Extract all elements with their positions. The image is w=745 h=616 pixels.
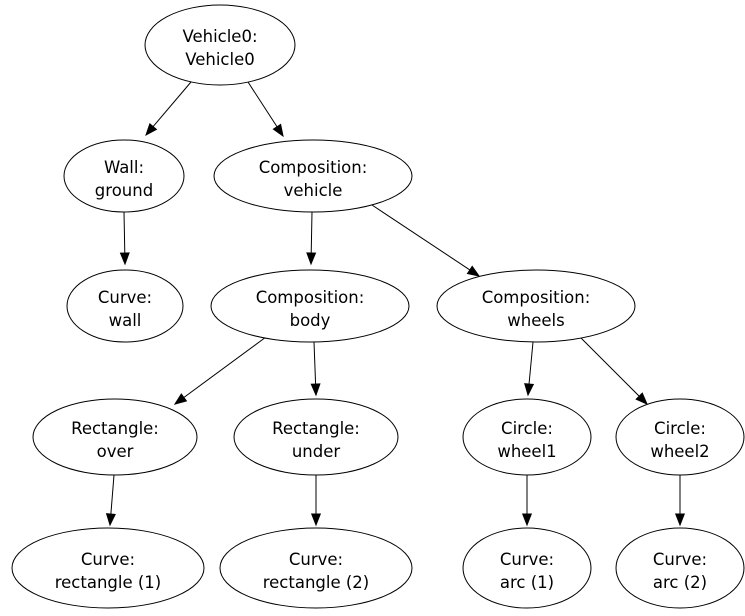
edge-arrowhead-icon <box>524 383 535 397</box>
graph-node-body[interactable]: Composition: body <box>210 269 410 343</box>
node-ellipse[interactable] <box>462 398 592 476</box>
node-ellipse[interactable] <box>32 398 198 476</box>
graph-node-over[interactable]: Rectangle: over <box>32 398 198 476</box>
graph-edge-wheel1-to-arc1 <box>521 475 533 527</box>
node-ellipse[interactable] <box>233 398 399 476</box>
graph-node-wheel1[interactable]: Circle: wheel1 <box>462 398 592 476</box>
node-label-line2: wheel2 <box>650 442 709 461</box>
graph-edge-vehicle0-to-wall <box>145 81 192 137</box>
node-label-line2: arc (1) <box>500 573 554 592</box>
graph-edge-body-to-under <box>310 341 321 397</box>
graph-node-wheel2[interactable]: Circle: wheel2 <box>615 398 745 476</box>
graph-edge-wheel2-to-arc2 <box>674 475 686 527</box>
edge-arrowhead-icon <box>145 122 158 137</box>
nodes-layer: Vehicle0:Vehicle0Wall:groundComposition:… <box>11 4 745 609</box>
edge-line <box>579 336 640 397</box>
node-label-line2: vehicle <box>284 181 343 200</box>
edge-line <box>123 211 126 254</box>
graph-node-curvewall[interactable]: Curve: wall <box>66 269 184 343</box>
edge-arrowhead-icon <box>272 123 284 138</box>
edge-arrowhead-icon <box>119 252 130 266</box>
node-label-line2: wheel1 <box>497 442 556 461</box>
node-ellipse[interactable] <box>436 269 636 343</box>
node-label-line1: Curve: <box>653 550 707 569</box>
edge-line <box>528 341 534 385</box>
node-label-line1: Wall: <box>104 158 144 177</box>
node-ellipse[interactable] <box>219 527 413 609</box>
node-label-line1: Composition: <box>482 288 591 307</box>
edge-arrowhead-icon <box>310 383 321 397</box>
node-ellipse[interactable] <box>615 398 745 476</box>
edge-arrowhead-icon <box>105 513 116 527</box>
node-ellipse[interactable] <box>213 139 413 213</box>
node-label-line1: Composition: <box>256 288 365 307</box>
graph-node-wheels[interactable]: Composition: wheels <box>436 269 636 343</box>
graph-node-arc1[interactable]: Curve: arc (1) <box>462 527 592 609</box>
node-label-line1: Curve: <box>500 550 554 569</box>
node-label-line1: Vehicle0: <box>182 27 257 46</box>
graph-edge-wall-to-curvewall <box>119 211 130 266</box>
node-label-line1: Rectangle: <box>272 419 360 438</box>
node-label-line2: over <box>97 442 134 461</box>
edge-line <box>183 336 267 398</box>
graph-edge-wheels-to-wheel2 <box>579 336 648 405</box>
node-label-line1: Rectangle: <box>71 419 159 438</box>
node-label-line2: arc (2) <box>653 573 707 592</box>
graph-node-under[interactable]: Rectangle: under <box>233 398 399 476</box>
node-label-line1: Circle: <box>654 419 706 438</box>
edge-arrowhead-icon <box>674 513 686 527</box>
node-ellipse[interactable] <box>66 269 184 343</box>
node-label-line2: ground <box>95 181 153 200</box>
node-label-line1: Curve: <box>81 550 135 569</box>
edge-line <box>310 211 313 254</box>
node-ellipse[interactable] <box>63 139 185 213</box>
edge-arrowhead-icon <box>466 265 481 277</box>
edge-line <box>371 204 471 271</box>
node-ellipse[interactable] <box>144 4 296 86</box>
node-label-line2: body <box>290 311 331 330</box>
graph-node-vehicle0[interactable]: Vehicle0: Vehicle0 <box>144 4 296 86</box>
graph-edge-wheels-to-wheel1 <box>524 341 535 397</box>
node-label-line2: rectangle (1) <box>55 573 162 592</box>
node-ellipse[interactable] <box>210 269 410 343</box>
graph-edge-vehicle-to-body <box>306 211 317 266</box>
edge-line <box>152 81 192 127</box>
graph-edge-body-to-over <box>173 336 267 405</box>
edge-arrowhead-icon <box>635 392 648 405</box>
graph-node-wall[interactable]: Wall: ground <box>63 139 185 213</box>
edge-line <box>110 474 115 515</box>
graph-edge-under-to-rect2 <box>310 475 322 527</box>
edge-arrowhead-icon <box>521 513 533 527</box>
edge-line <box>247 81 278 128</box>
node-label-line2: under <box>292 442 341 461</box>
node-label-line2: wheels <box>507 311 564 330</box>
graph-edge-over-to-rect1 <box>105 474 116 527</box>
graph-edge-vehicle0-to-vehicle <box>247 81 284 138</box>
node-label-line2: wall <box>109 311 142 330</box>
edge-arrowhead-icon <box>173 393 188 405</box>
edge-arrowhead-icon <box>306 252 317 266</box>
edges-layer <box>105 81 686 527</box>
node-ellipse[interactable] <box>11 527 205 609</box>
graph-node-rect2[interactable]: Curve: rectangle (2) <box>219 527 413 609</box>
node-ellipse[interactable] <box>462 527 592 609</box>
node-label-line2: Vehicle0 <box>185 50 255 69</box>
edge-arrowhead-icon <box>310 513 322 527</box>
graph-node-rect1[interactable]: Curve: rectangle (1) <box>11 527 205 609</box>
graph-node-vehicle[interactable]: Composition: vehicle <box>213 139 413 213</box>
node-label-line2: rectangle (2) <box>263 573 370 592</box>
graph-edge-vehicle-to-wheels <box>371 204 481 277</box>
node-label-line1: Circle: <box>501 419 553 438</box>
node-ellipse[interactable] <box>615 527 745 609</box>
node-label-line1: Curve: <box>98 288 152 307</box>
graph-node-arc2[interactable]: Curve: arc (2) <box>615 527 745 609</box>
node-label-line1: Composition: <box>259 158 368 177</box>
edge-line <box>313 341 317 385</box>
node-label-line1: Curve: <box>289 550 343 569</box>
